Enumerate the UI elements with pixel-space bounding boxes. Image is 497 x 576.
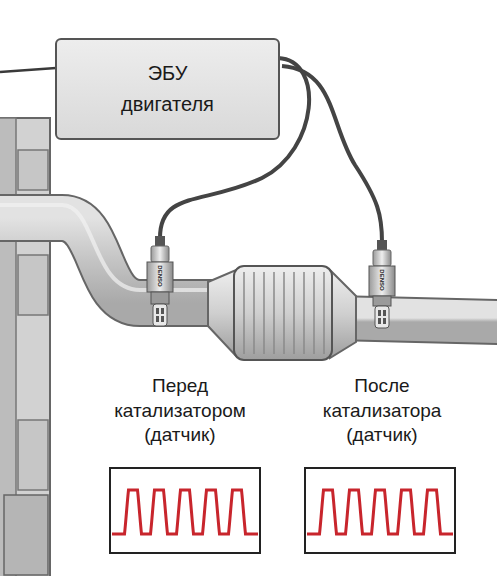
converter-fin <box>243 272 245 354</box>
signal-waveform <box>112 490 258 534</box>
converter-fin <box>313 272 315 354</box>
ecu-wire <box>0 68 56 72</box>
converter-fin <box>263 272 265 354</box>
brand-mark: DENSO <box>157 256 163 296</box>
sensor-caption: После катализатора (датчик) <box>300 374 464 448</box>
converter-fin <box>323 272 325 354</box>
oxygen-sensor <box>369 240 395 328</box>
signal-box <box>305 468 455 553</box>
sensor-caption: Перед катализатором (датчик) <box>98 374 262 448</box>
oxygen-sensor <box>147 236 173 326</box>
converter-fin <box>293 272 295 354</box>
brand-mark: DENSO <box>379 260 385 300</box>
signal-box <box>110 468 260 553</box>
engine-block <box>0 118 50 576</box>
converter-fin <box>253 272 255 354</box>
converter-fin <box>273 272 275 354</box>
sensor-wire <box>282 66 382 242</box>
converter-fin <box>303 272 305 354</box>
converter-fin <box>283 272 285 354</box>
exhaust-pipe <box>335 318 497 322</box>
exhaust-pipe <box>0 205 225 303</box>
signal-waveform <box>307 490 453 534</box>
node-title: ЭБУ двигателя <box>103 58 233 120</box>
catalytic-converter <box>208 266 356 360</box>
ecu-box: ЭБУ двигателя <box>55 38 280 140</box>
